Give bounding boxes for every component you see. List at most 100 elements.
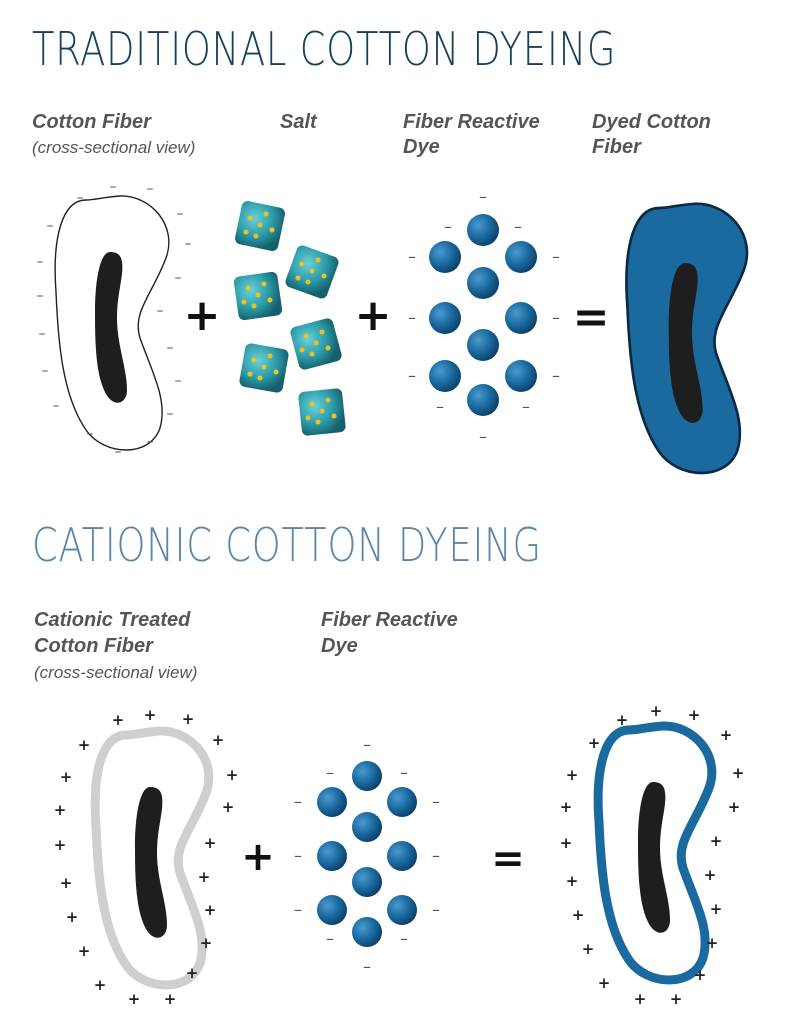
positive-charge-symbol: + — [66, 908, 79, 926]
negative-charge-symbol: – — [294, 792, 302, 811]
dye-molecule — [505, 302, 537, 334]
negative-charge-symbol: – — [47, 218, 54, 234]
plus-operator: + — [184, 290, 221, 341]
negative-charge-symbol: – — [432, 792, 440, 811]
cationic-fiber-label-line2: Cotton Fiber — [34, 635, 153, 657]
positive-charge-symbol: + — [634, 990, 647, 1008]
negative-charge-symbol: – — [408, 247, 416, 266]
cationic-fiber-sublabel: (cross-sectional view) — [34, 663, 198, 682]
dye-molecule — [352, 812, 382, 842]
positive-charge-symbol: + — [582, 940, 595, 958]
salt-crystal-icon — [298, 388, 346, 436]
plus-operator: + — [355, 290, 392, 341]
positive-charge-symbol: + — [222, 798, 235, 816]
dyed-fiber-positive-charges: + + + + + + + + + + + + + + + + + + + + … — [560, 702, 745, 1008]
positive-charge-symbol: + — [720, 726, 733, 744]
salt-crystal-icon — [233, 271, 283, 321]
positive-charge-symbol: + — [732, 764, 745, 782]
cationic-dye-negative-charges: – – – – – – – – – – – – — [294, 735, 440, 976]
positive-charge-symbol: + — [204, 834, 217, 852]
negative-charge-symbol: – — [37, 254, 44, 270]
positive-charge-symbol: + — [226, 766, 239, 784]
cationic-fiber-label-line1: Cationic Treated — [34, 609, 191, 631]
negative-charge-symbol: – — [87, 426, 94, 442]
dye-molecule — [505, 241, 537, 273]
positive-charge-symbol: + — [560, 798, 573, 816]
salt-crystals — [233, 201, 346, 436]
negative-charge-symbol: – — [552, 247, 560, 266]
dye-molecule — [467, 267, 499, 299]
negative-charge-symbol: – — [432, 846, 440, 865]
positive-charge-symbol: + — [566, 766, 579, 784]
dye-molecule — [505, 360, 537, 392]
negative-charge-symbol: – — [444, 217, 452, 236]
dye-molecule — [387, 787, 417, 817]
plus-operator: + — [241, 834, 275, 880]
positive-charge-symbol: + — [186, 964, 199, 982]
negative-charge-symbol: – — [175, 270, 182, 286]
negative-charge-symbol: – — [432, 900, 440, 919]
positive-charge-symbol: + — [112, 711, 125, 729]
negative-charge-symbol: – — [479, 427, 487, 446]
dye-molecule — [467, 329, 499, 361]
cotton-fiber-sublabel: (cross-sectional view) — [32, 138, 196, 157]
fiber-negative-charges: – – – – – – – – – – – – – – – – – – – — [37, 179, 192, 460]
negative-charge-symbol: – — [363, 735, 371, 754]
positive-charge-symbol: + — [710, 832, 723, 850]
positive-charge-symbol: + — [560, 834, 573, 852]
salt-crystal-icon — [235, 201, 285, 251]
dyed-fiber-label-line2: Fiber — [592, 136, 641, 158]
positive-charge-symbol: + — [54, 836, 67, 854]
negative-charge-symbol: – — [552, 366, 560, 385]
positive-charge-symbol: + — [78, 942, 91, 960]
positive-charge-symbol: + — [688, 706, 701, 724]
negative-charge-symbol: – — [400, 929, 408, 948]
dye-molecule — [317, 787, 347, 817]
dye-molecule — [429, 360, 461, 392]
negative-charge-symbol: – — [37, 288, 44, 304]
positive-charge-symbol: + — [164, 990, 177, 1008]
cationic-dye-label-line2: Dye — [321, 635, 358, 657]
dye-label-line1: Fiber Reactive — [403, 111, 540, 133]
negative-charge-symbol: – — [175, 373, 182, 389]
negative-charge-symbol: – — [147, 434, 154, 450]
dye-molecule — [352, 867, 382, 897]
cationic-dye-molecules — [317, 761, 417, 947]
traditional-section-title: TRADITIONAL COTTON DYEING — [32, 22, 617, 76]
negative-charge-symbol: – — [408, 308, 416, 327]
cotton-fiber-label: Cotton Fiber — [32, 111, 151, 133]
dye-negative-charges: – – – – – – – – – – – – — [408, 187, 560, 446]
salt-crystal-icon — [290, 318, 342, 370]
negative-charge-symbol: – — [39, 326, 46, 342]
negative-charge-symbol: – — [363, 957, 371, 976]
negative-charge-symbol: – — [436, 397, 444, 416]
equals-operator: = — [491, 836, 525, 882]
positive-charge-symbol: + — [78, 736, 91, 754]
dye-molecule — [387, 841, 417, 871]
cationic-dyed-fiber-illustration — [598, 726, 712, 980]
negative-charge-symbol: – — [177, 206, 184, 222]
dyed-cotton-fiber-illustration — [625, 202, 749, 475]
cationic-section-title: CATIONIC COTTON DYEING — [32, 518, 542, 572]
positive-charge-symbol: + — [60, 874, 73, 892]
dye-molecule — [387, 895, 417, 925]
negative-charge-symbol: – — [42, 363, 49, 379]
negative-charge-symbol: – — [294, 900, 302, 919]
cationic-dye-label-line1: Fiber Reactive — [321, 609, 458, 631]
salt-crystal-icon — [239, 343, 289, 393]
positive-charge-symbol: + — [670, 990, 683, 1008]
positive-charge-symbol: + — [182, 710, 195, 728]
dye-molecule — [467, 214, 499, 246]
cotton-fiber-illustration — [54, 195, 170, 451]
positive-charge-symbol: + — [572, 906, 585, 924]
equals-operator: = — [573, 292, 610, 343]
positive-charge-symbol: + — [650, 702, 663, 720]
positive-charge-symbol: + — [598, 974, 611, 992]
dye-molecule — [352, 761, 382, 791]
dye-molecule — [429, 302, 461, 334]
negative-charge-symbol: – — [294, 846, 302, 865]
positive-charge-symbol: + — [566, 872, 579, 890]
positive-charge-symbol: + — [212, 731, 225, 749]
positive-charge-symbol: + — [204, 901, 217, 919]
